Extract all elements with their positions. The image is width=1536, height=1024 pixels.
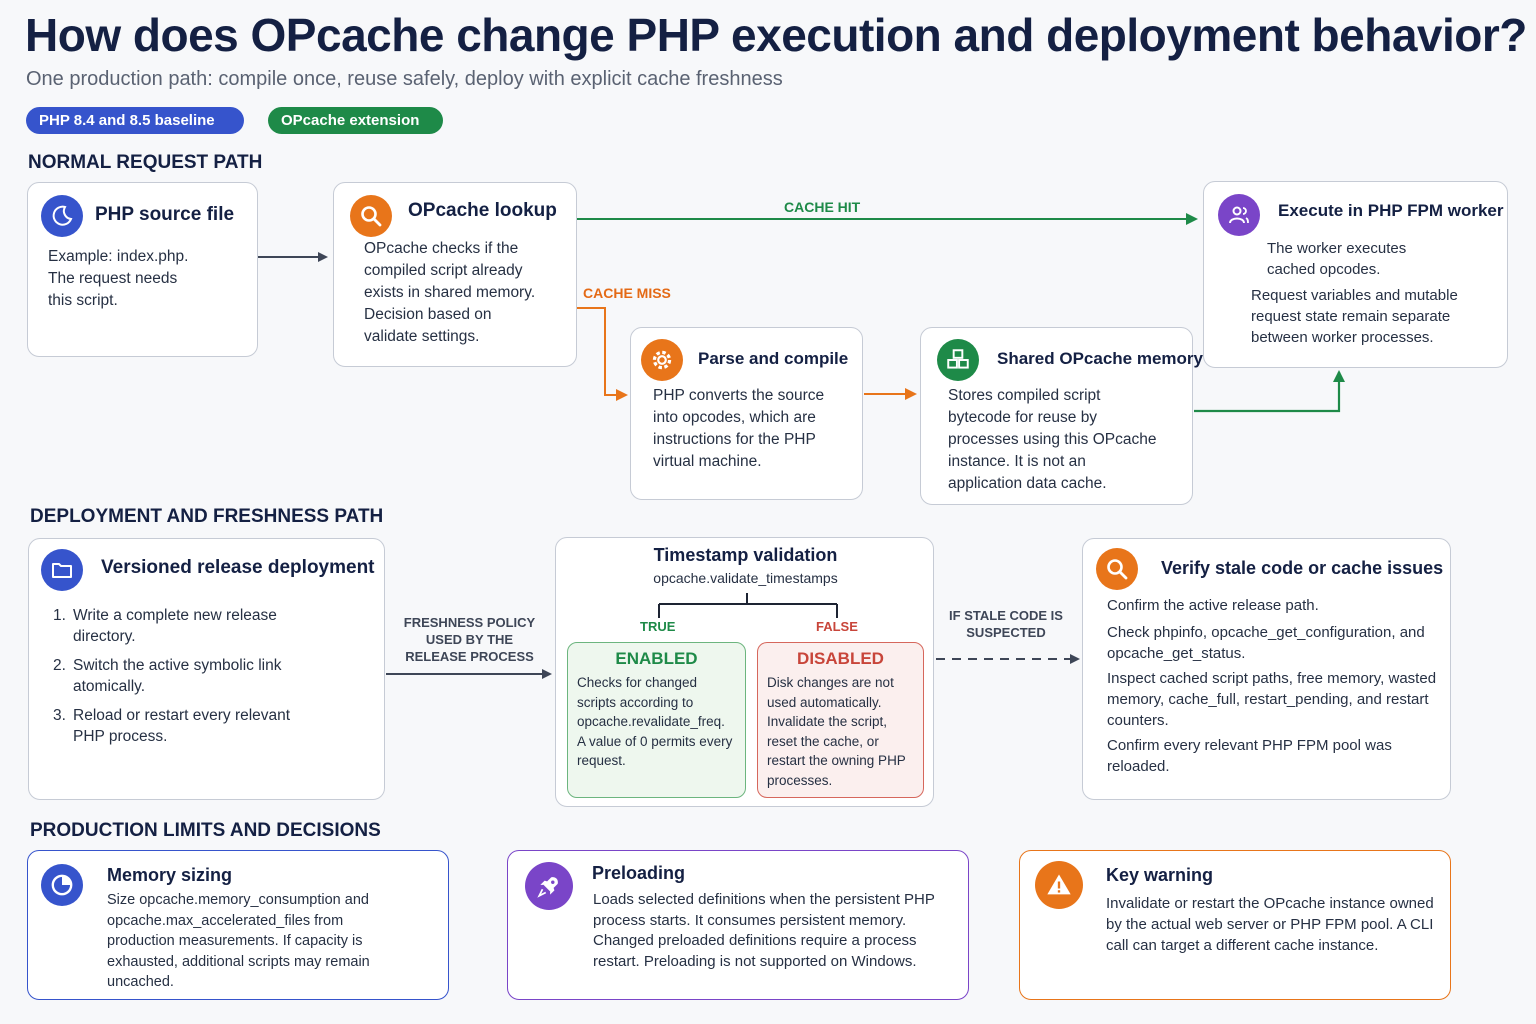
php-source-file-card: PHP source file Example: index.php. The … [27,182,258,357]
key-warning-card: Key warning Invalidate or restart the OP… [1019,850,1451,1000]
gear-icon [641,339,683,381]
card-title: PHP source file [95,204,235,225]
stale-code-label: IF STALE CODE IS SUSPECTED [949,608,1063,640]
opcache-lookup-card: OPcache lookup OPcache checks if the com… [333,182,577,367]
card-title: Shared OPcache memory [997,349,1203,368]
search-icon [1096,548,1138,590]
validate-timestamps-setting: opcache.validate_timestamps [653,570,838,586]
card-title: OPcache lookup [408,200,557,221]
card-body: Invalidate or restart the OPcache instan… [1106,895,1434,954]
card-title: Preloading [592,863,686,883]
search-icon [350,195,392,237]
page-title: How does OPcache change PHP execution an… [25,9,1527,61]
list-item: 2.Switch the active symbolic link atomic… [53,657,282,695]
verify-checklist: Confirm the active release path. Check p… [1107,595,1443,777]
shared-memory-card: Shared OPcache memory Stores compiled sc… [920,327,1203,505]
card-body: Stores compiled script bytecode for reus… [948,387,1157,492]
card-title: Execute in PHP FPM worker [1278,201,1504,220]
disabled-box: DISABLED Disk changes are not used autom… [757,642,924,798]
verify-stale-code-card: Verify stale code or cache issues Confir… [1082,538,1451,800]
php-version-badge: PHP 8.4 and 8.5 baseline [26,107,244,134]
cache-miss-label: CACHE MISS [583,285,671,301]
cubes-icon [937,339,979,381]
card-body: Loads selected definitions when the pers… [593,891,935,970]
memory-sizing-card: Memory sizing Size opcache.memory_consum… [27,850,449,1000]
card-body-primary: The worker executes cached opcodes. [1267,240,1407,278]
false-branch-label: FALSE [816,619,858,634]
enabled-text: Checks for changed scripts according to … [577,675,733,768]
folder-icon [41,549,83,591]
card-title: Verify stale code or cache issues [1161,558,1444,578]
release-steps-list: 1.Write a complete new release directory… [53,605,293,755]
card-title: Versioned release deployment [101,557,375,578]
preloading-card: Preloading Loads selected definitions wh… [507,850,969,1000]
enabled-heading: ENABLED [615,649,698,668]
list-item: Confirm every relevant PHP FPM pool was … [1107,737,1392,775]
parse-compile-card: Parse and compile PHP converts the sourc… [630,327,863,500]
list-item: 1.Write a complete new release directory… [53,607,277,645]
list-item: 3.Reload or restart every relevant PHP p… [53,707,291,745]
card-body: PHP converts the source into opcodes, wh… [653,387,825,470]
true-branch-label: TRUE [640,619,676,634]
section-normal-request-path: NORMAL REQUEST PATH [28,152,263,173]
enabled-box: ENABLED Checks for changed scripts accor… [567,642,746,798]
pie-chart-icon [41,864,83,906]
branch-connector [658,593,838,618]
rocket-icon [525,862,573,910]
execute-worker-card: Execute in PHP FPM worker The worker exe… [1203,181,1508,368]
card-body: OPcache checks if the compiled script al… [364,240,536,345]
card-title: Memory sizing [107,865,233,885]
cache-hit-label: CACHE HIT [784,199,861,215]
card-title: Timestamp validation [653,545,838,565]
list-item: Check phpinfo, opcache_get_configuration… [1107,624,1425,662]
release-deployment-card: Versioned release deployment 1.Write a c… [28,538,385,800]
page-subtitle: One production path: compile once, reuse… [26,68,783,90]
list-item: Confirm the active release path. [1107,597,1319,614]
card-body: Example: index.php. The request needs th… [48,248,189,309]
freshness-policy-label: FRESHNESS POLICY USED BY THE RELEASE PRO… [403,615,536,664]
list-item: Inspect cached script paths, free memory… [1107,670,1437,729]
timestamp-validation-card: Timestamp validation opcache.validate_ti… [555,537,934,807]
section-production-limits: PRODUCTION LIMITS AND DECISIONS [30,820,381,841]
card-body: Size opcache.memory_consumption and opca… [107,892,370,990]
card-title: Key warning [1106,865,1214,885]
users-icon [1218,194,1260,236]
card-title: Parse and compile [698,349,849,368]
crescent-icon [41,195,83,237]
disabled-text: Disk changes are not used automatically.… [767,675,906,788]
section-deployment-path: DEPLOYMENT AND FRESHNESS PATH [30,506,384,527]
disabled-heading: DISABLED [797,649,884,668]
card-body-secondary: Request variables and mutable request st… [1251,287,1458,346]
opcache-extension-badge: OPcache extension [268,107,443,134]
warning-icon [1035,861,1083,909]
